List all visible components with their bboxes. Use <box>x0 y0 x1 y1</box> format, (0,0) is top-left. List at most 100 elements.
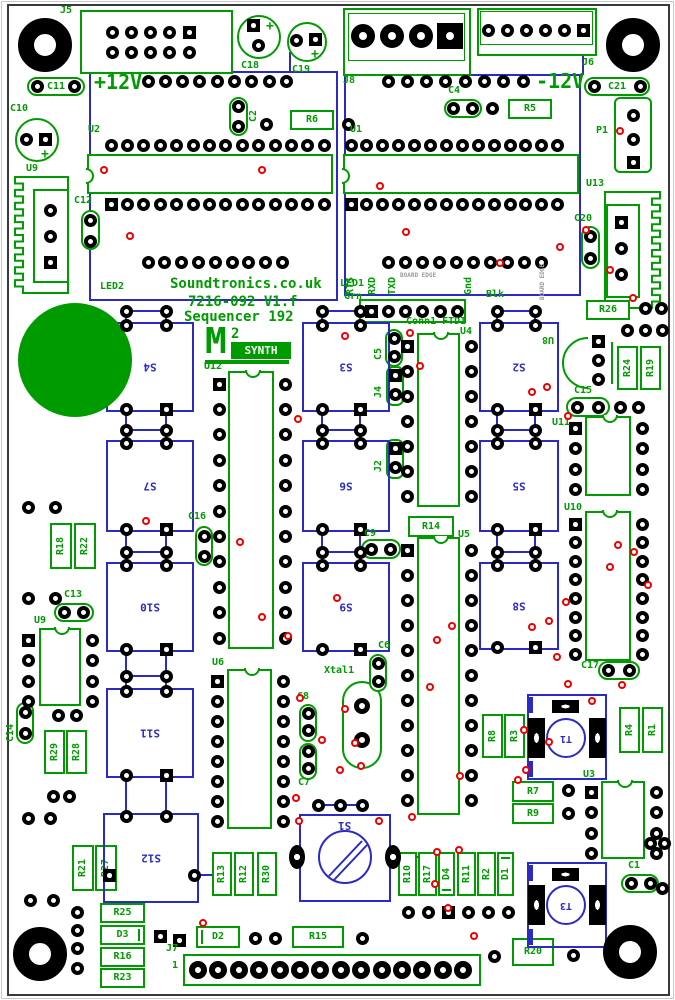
label-R28: R28 <box>70 742 82 762</box>
socket-U3-outline <box>601 781 645 859</box>
label-R11: R11 <box>460 864 472 884</box>
pad-round <box>301 197 315 211</box>
label-S3: S3 <box>339 360 353 374</box>
pad-round <box>212 453 226 467</box>
pad-round <box>399 304 413 318</box>
pad-round <box>371 674 385 688</box>
label-R4: R4 <box>623 723 635 737</box>
label-R7: R7 <box>526 785 540 797</box>
label-C9: C9 <box>364 528 377 539</box>
pad-round <box>400 568 414 582</box>
pad-round <box>568 591 582 605</box>
pad-round <box>471 197 485 211</box>
label-R8: R8 <box>486 729 498 743</box>
via <box>528 388 536 396</box>
pad-round <box>360 138 374 152</box>
pad-round <box>245 74 259 88</box>
pad-round <box>464 389 478 403</box>
pad-round <box>481 23 495 37</box>
pad-round <box>490 558 504 572</box>
pad-round <box>528 558 542 572</box>
pad-round <box>534 255 548 269</box>
trimmer-pad-right <box>589 718 606 758</box>
pad-round <box>353 545 367 559</box>
pad-round <box>568 462 582 476</box>
pad-round <box>21 654 35 667</box>
label-Gnd: Gnd <box>463 276 474 295</box>
pad-round <box>276 714 290 728</box>
socket-notch <box>243 668 260 676</box>
pad-round <box>344 138 358 152</box>
pad-round <box>284 197 298 211</box>
switch-S8: S8 <box>479 562 559 650</box>
connector-J5 <box>80 10 233 74</box>
pad-round <box>355 798 369 812</box>
pad-round <box>170 197 184 211</box>
via <box>564 680 572 688</box>
pad-round <box>315 558 329 572</box>
pad-round <box>278 504 292 518</box>
xtal-outline <box>342 681 382 769</box>
pad-square <box>591 334 605 348</box>
pad-square <box>364 304 378 318</box>
label-S10: S10 <box>140 600 160 614</box>
pad-round <box>421 905 435 919</box>
pad-round <box>278 402 292 416</box>
trimmer-mark <box>528 761 533 777</box>
pad-round <box>400 464 414 478</box>
switch-S12: S12 <box>103 813 199 903</box>
label-R6: R6 <box>305 114 319 125</box>
label-J8: J8 <box>343 75 356 86</box>
trimmer-pad-top <box>552 700 579 713</box>
pad-round <box>490 545 504 559</box>
pad-round <box>635 421 649 435</box>
pad-round <box>464 618 478 632</box>
pad-round <box>654 301 668 315</box>
pad-round <box>584 826 598 840</box>
label-D4: D4 <box>440 867 452 881</box>
label-C5: C5 <box>373 347 384 360</box>
component-R26: R26 <box>586 300 630 320</box>
pad-round <box>657 836 671 850</box>
via <box>564 412 572 420</box>
rotary-circle <box>318 830 372 884</box>
via <box>606 266 614 274</box>
pad-round <box>124 25 138 39</box>
pad-round <box>69 708 83 722</box>
label-Soundtronics-co-uk: Soundtronics.co.uk <box>170 276 322 292</box>
socket-U2-outline <box>87 154 333 194</box>
pad-round <box>212 631 226 645</box>
pad-round <box>83 213 97 227</box>
pad-square <box>400 339 414 353</box>
pad-square <box>344 197 358 211</box>
pad-round <box>119 436 133 450</box>
pad-round <box>105 45 119 59</box>
label-S7: S7 <box>143 479 157 493</box>
pad-round <box>278 606 292 620</box>
pad-round <box>70 941 84 955</box>
pad-round <box>528 436 542 450</box>
label-D1: D1 <box>499 867 511 881</box>
pad-round <box>655 323 669 337</box>
pad-round <box>193 74 207 88</box>
pad-round <box>587 79 601 93</box>
via <box>376 182 384 190</box>
regulator-U13-heatsink-outline <box>604 191 661 309</box>
pad-round <box>119 545 133 559</box>
pad-large <box>433 961 452 979</box>
pad-round <box>649 826 663 840</box>
pad-round <box>212 580 226 594</box>
pad-square <box>568 421 582 435</box>
pad-square <box>353 642 367 656</box>
pad-round <box>186 138 200 152</box>
pad-round <box>275 255 289 269</box>
via <box>582 226 590 234</box>
pad-square <box>528 522 542 536</box>
pad-round <box>568 483 582 496</box>
pad-round <box>464 464 478 478</box>
pad-square <box>528 402 542 416</box>
pad-round <box>528 423 542 437</box>
pad-round <box>163 25 177 39</box>
pad-round <box>268 138 282 152</box>
